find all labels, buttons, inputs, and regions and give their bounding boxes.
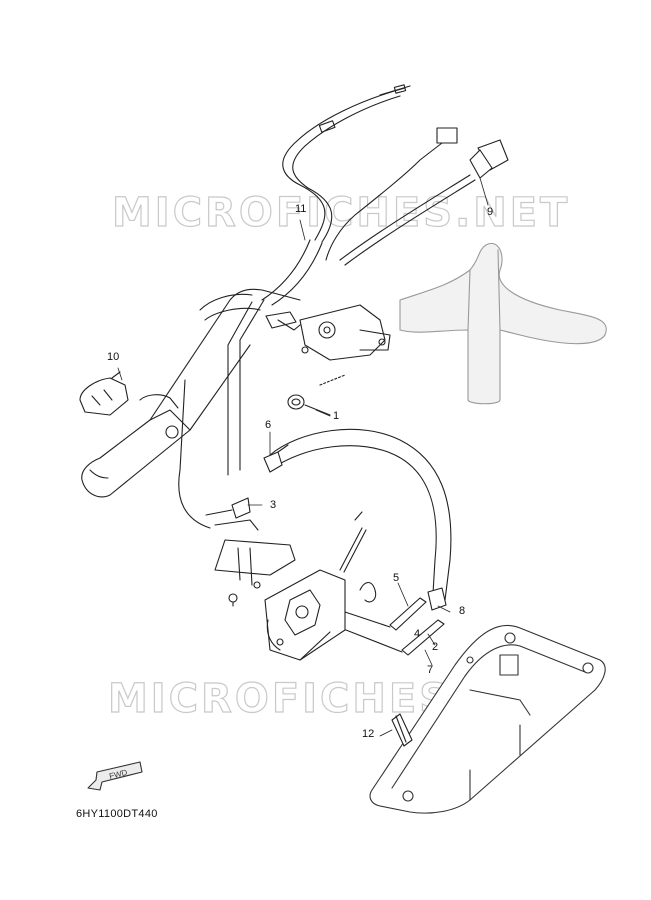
leader-lines bbox=[117, 177, 489, 737]
watermark-top: MICROFICHES.NET bbox=[111, 189, 571, 236]
callout-2: 2 bbox=[432, 641, 439, 653]
clamp-3 bbox=[205, 497, 259, 531]
grommet-12 bbox=[391, 713, 413, 747]
callout-7: 7 bbox=[427, 664, 434, 676]
callout-4: 4 bbox=[414, 628, 421, 640]
callout-3: 3 bbox=[270, 499, 277, 511]
steering-bracket bbox=[399, 242, 607, 405]
diagram-code: 6HY1100DT440 bbox=[76, 808, 158, 820]
callout-5: 5 bbox=[393, 572, 400, 584]
callout-1: 1 bbox=[333, 410, 340, 422]
callout-9: 9 bbox=[487, 206, 494, 218]
grommet-1 bbox=[287, 374, 346, 416]
cable-small-connector bbox=[325, 127, 458, 261]
cable-plug-9 bbox=[339, 139, 509, 266]
callout-6: 6 bbox=[265, 419, 272, 431]
tiller-handle bbox=[81, 288, 301, 498]
cable-bundle-top bbox=[282, 84, 411, 243]
fwd-label: FWD bbox=[108, 768, 128, 781]
clip-8 bbox=[427, 587, 447, 611]
switch-box bbox=[299, 304, 391, 361]
callout-12: 12 bbox=[362, 728, 375, 740]
connector-harness bbox=[265, 311, 301, 331]
clamp-6 bbox=[263, 444, 289, 473]
link-rods bbox=[344, 581, 445, 656]
harness-main bbox=[227, 239, 323, 476]
fwd-arrow bbox=[87, 761, 143, 791]
stop-switch-10 bbox=[79, 371, 129, 416]
callout-11: 11 bbox=[295, 203, 307, 215]
bracket-lower bbox=[214, 539, 296, 607]
callout-8: 8 bbox=[459, 605, 466, 617]
throttle-cables bbox=[178, 379, 452, 611]
shift-mechanism bbox=[264, 511, 367, 661]
callout-10: 10 bbox=[107, 351, 120, 363]
bottom-cowling bbox=[369, 624, 606, 814]
